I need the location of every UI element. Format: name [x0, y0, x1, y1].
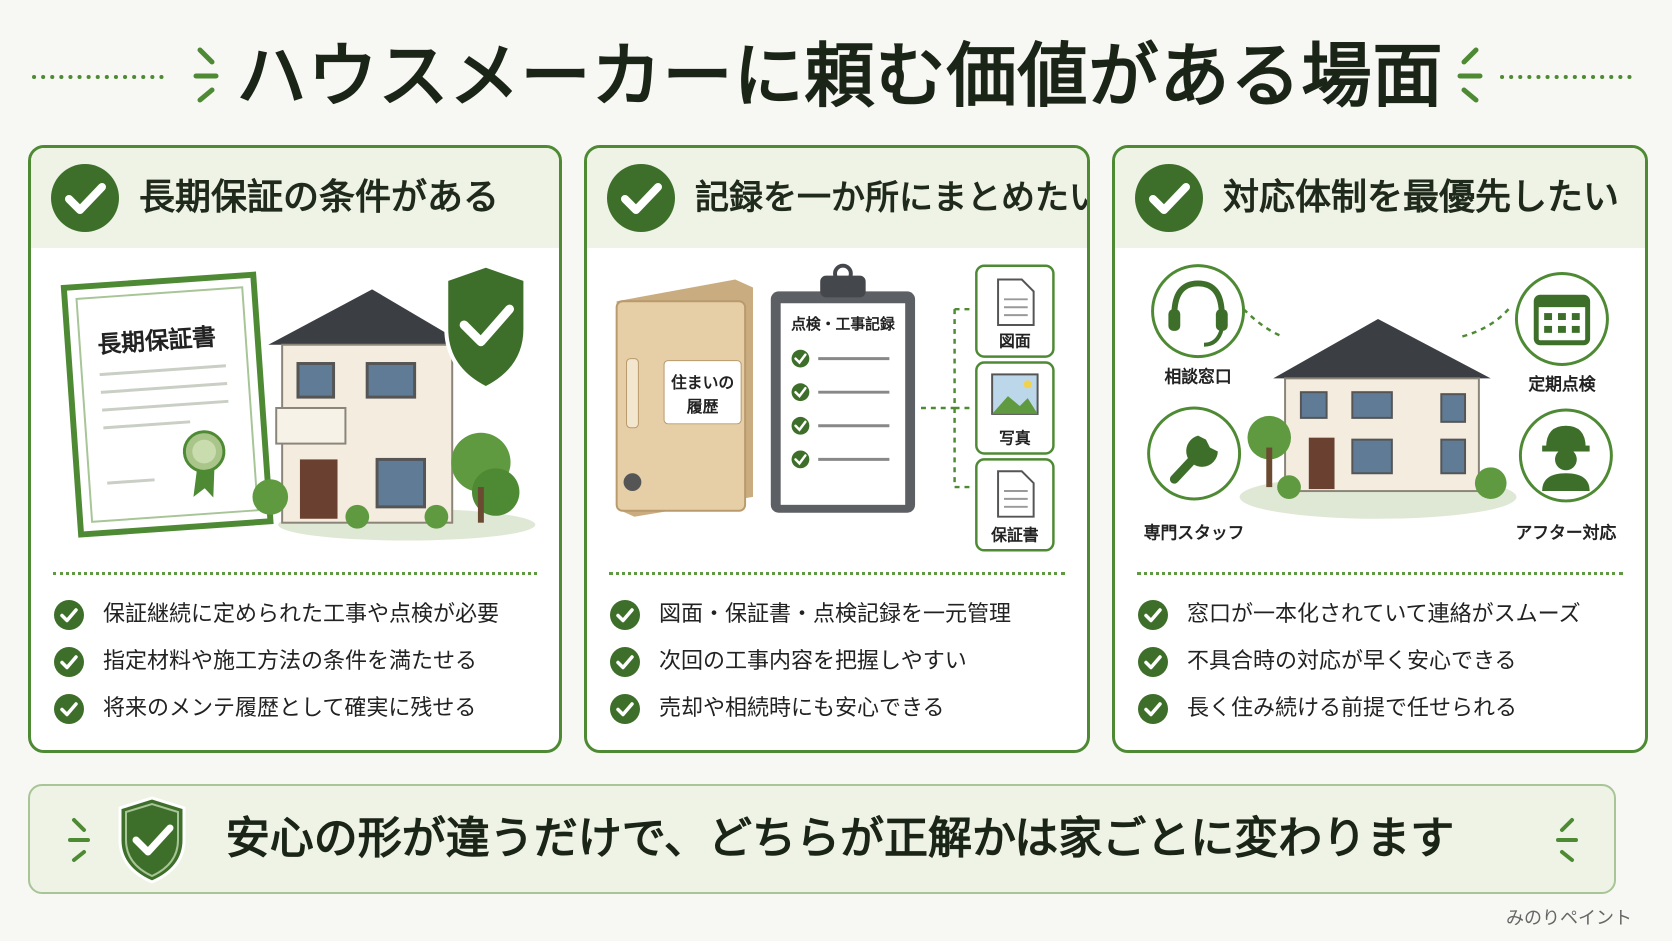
certificate-icon [60, 271, 274, 538]
doc-label-photo: 写真 [999, 429, 1031, 448]
list-item-text: 指定材料や施工方法の条件を満たせる [103, 649, 478, 674]
card-list: 窓口が一本化されていて連絡がスムーズ 不具合時の対応が早く安心できる 長く住み続… [1137, 596, 1635, 737]
photo-icon [975, 361, 1055, 455]
list-item-text: 売却や相続時にも安心できる [659, 696, 945, 721]
house-icon [252, 289, 536, 541]
card-title: 対応体制を最優先したい [1223, 177, 1620, 218]
support-label-inspection: 定期点検 [1528, 374, 1595, 394]
dotted-separator [53, 572, 537, 575]
card-records: 記録を一か所にまとめたい 住まいの 履歴 [584, 145, 1090, 753]
drawing-doc-icon [975, 264, 1055, 358]
sparkle-icon [68, 818, 90, 862]
check-circle-icon [1138, 600, 1168, 630]
doc-label-drawing: 図面 [999, 332, 1031, 351]
card-long-warranty: 長期保証の条件がある 長期保証書 [28, 145, 562, 753]
dotted-separator [1137, 572, 1623, 575]
card-list: 図面・保証書・点検記録を一元管理 次回の工事内容を把握しやすい 売却や相続時にも… [609, 596, 1077, 737]
card-header: 記録を一か所にまとめたい [587, 148, 1087, 248]
list-item-text: 不具合時の対応が早く安心できる [1187, 649, 1517, 674]
card-title: 長期保証の条件がある [139, 177, 500, 218]
dotted-separator [609, 572, 1065, 575]
check-circle-icon [54, 647, 84, 677]
check-circle-icon [1138, 694, 1168, 724]
title-dots-left [32, 75, 172, 79]
sparkle-icon [193, 47, 219, 103]
binder-label-line2: 履歴 [687, 397, 719, 416]
list-item: 図面・保証書・点検記録を一元管理 [609, 596, 1077, 643]
title-row: ハウスメーカーに頼む価値がある場面 [0, 28, 1672, 124]
warranty-illustration: 長期保証書 [60, 263, 536, 541]
check-circle-icon [610, 694, 640, 724]
support-illustration: 相談窓口 定期点検 専門スタッフ アフター対応 [1144, 264, 1617, 543]
card-header: 対応体制を最優先したい [1115, 148, 1645, 248]
list-item: 次回の工事内容を把握しやすい [609, 643, 1077, 690]
card-support: 対応体制を最優先したい 相談窓口 [1112, 145, 1648, 753]
support-label-consultation: 相談窓口 [1164, 366, 1231, 386]
check-circle-icon [54, 600, 84, 630]
headset-icon [1151, 264, 1246, 359]
list-item: 窓口が一本化されていて連絡がスムーズ [1137, 596, 1635, 643]
brand-name: みのりペイント [1506, 908, 1632, 929]
card-title: 記録を一か所にまとめたい [695, 178, 1090, 218]
list-item: 保証継続に定められた工事や点検が必要 [53, 596, 549, 643]
list-item: 売却や相続時にも安心できる [609, 690, 1077, 737]
title-dots-right [1500, 75, 1640, 79]
sparkle-icon [1457, 47, 1483, 103]
card-header: 長期保証の条件がある [31, 148, 559, 248]
list-item: 指定材料や施工方法の条件を満たせる [53, 643, 549, 690]
clipboard-title: 点検・工事記録 [791, 315, 895, 333]
records-illustration: 住まいの 履歴 点検・工事記録 [615, 263, 1055, 552]
binder-icon [615, 279, 754, 517]
check-circle-icon [54, 694, 84, 724]
support-label-staff: 専門スタッフ [1144, 523, 1245, 543]
check-circle-icon [51, 164, 119, 232]
check-circle-icon [610, 647, 640, 677]
list-item-text: 窓口が一本化されていて連絡がスムーズ [1187, 602, 1581, 627]
support-label-after: アフター対応 [1516, 523, 1617, 543]
check-circle-icon [1138, 647, 1168, 677]
list-item-text: 長く住み続ける前提で任せられる [1187, 696, 1518, 721]
check-circle-icon [1135, 164, 1203, 232]
list-item: 将来のメンテ履歴として確実に残せる [53, 690, 549, 737]
check-circle-icon [610, 600, 640, 630]
footer-message: 安心の形が違うだけで、どちらが正解かは家ごとに変わります [225, 813, 1455, 864]
shield-check-icon [118, 796, 186, 884]
binder-label-line1: 住まいの [671, 373, 734, 392]
clipboard-icon [770, 263, 916, 513]
list-item: 長く住み続ける前提で任せられる [1137, 690, 1635, 737]
house-icon [1239, 319, 1517, 519]
doc-label-warranty: 保証書 [990, 525, 1039, 544]
list-item-text: 次回の工事内容を把握しやすい [659, 649, 967, 674]
footer-banner: 安心の形が違うだけで、どちらが正解かは家ごとに変わります [28, 784, 1616, 894]
warranty-doc-icon [975, 458, 1055, 552]
worker-icon [1518, 408, 1613, 503]
list-item: 不具合時の対応が早く安心できる [1137, 643, 1635, 690]
check-circle-icon [607, 164, 675, 232]
calendar-icon [1514, 272, 1609, 366]
sparkle-icon [1556, 818, 1578, 862]
list-item-text: 図面・保証書・点検記録を一元管理 [659, 602, 1012, 627]
card-list: 保証継続に定められた工事や点検が必要 指定材料や施工方法の条件を満たせる 将来の… [53, 596, 549, 737]
wrench-icon [1147, 406, 1242, 501]
page-title: ハウスメーカーに頼む価値がある場面 [236, 35, 1444, 117]
list-item-text: 将来のメンテ履歴として確実に残せる [103, 696, 477, 721]
shield-check-icon [444, 263, 528, 391]
list-item-text: 保証継続に定められた工事や点検が必要 [103, 602, 500, 627]
